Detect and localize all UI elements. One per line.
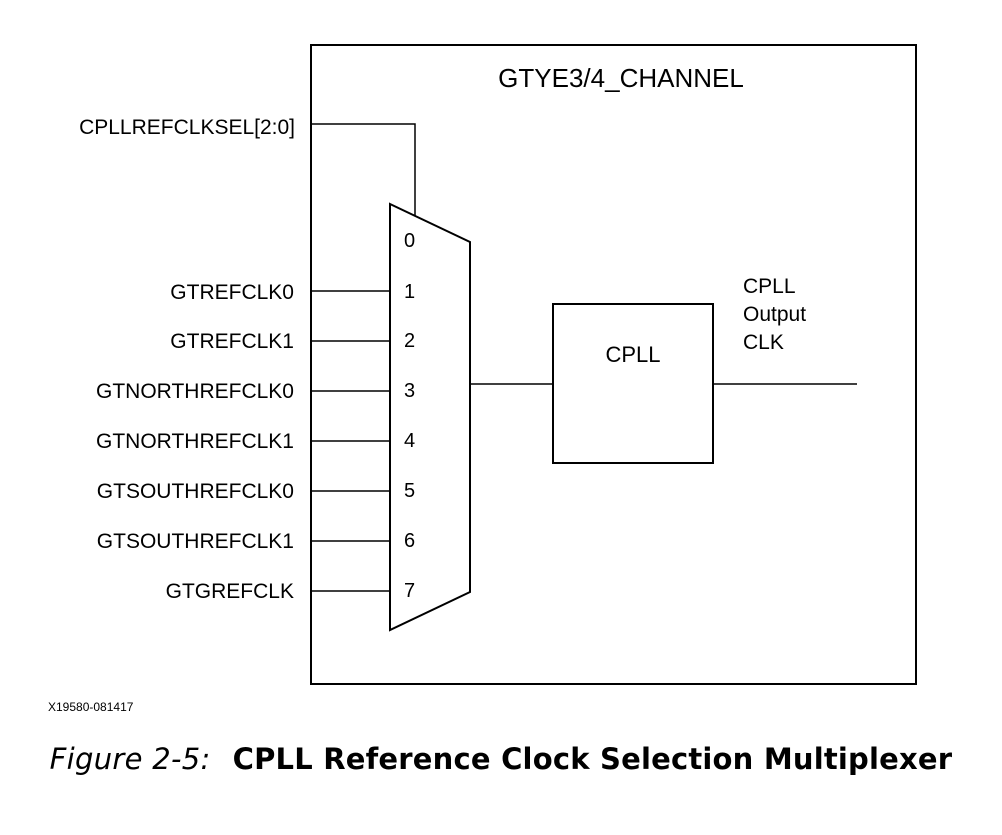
caption-title: CPLL Reference Clock Selection Multiplex…: [232, 742, 953, 776]
output-label-line-1: CPLL: [743, 275, 796, 298]
input-label-gtsouthrefclk1: GTSOUTHREFCLK1: [97, 530, 294, 553]
output-label-line-3: CLK: [743, 331, 784, 354]
cpll-block: [552, 303, 714, 464]
input-label-gtgrefclk: GTGREFCLK: [166, 580, 294, 603]
mux-index-2: 2: [404, 330, 415, 352]
caption-number: Figure 2-5:: [49, 742, 211, 776]
input-label-gtrefclk1: GTREFCLK1: [170, 330, 294, 353]
input-label-gtnorthrefclk0: GTNORTHREFCLK0: [96, 380, 294, 403]
mux-index-0: 0: [404, 230, 415, 252]
mux-index-labels: 0 1 2 3 4 5 6 7: [404, 230, 415, 602]
mux-index-3: 3: [404, 380, 415, 402]
channel-box: [310, 44, 917, 685]
mux-index-4: 4: [404, 430, 415, 452]
cpll-block-label: CPLL: [605, 342, 660, 367]
figure-caption: Figure 2-5: CPLL Reference Clock Selectio…: [0, 742, 1002, 777]
input-signal-labels: GTREFCLK0 GTREFCLK1 GTNORTHREFCLK0 GTNOR…: [96, 281, 294, 603]
channel-title: GTYE3/4_CHANNEL: [498, 63, 744, 93]
input-wires: [311, 290, 390, 592]
output-label-line-2: Output: [743, 303, 806, 326]
input-label-gtrefclk0: GTREFCLK0: [170, 281, 294, 304]
figure-id: X19580-081417: [48, 700, 134, 714]
mux-index-6: 6: [404, 530, 415, 552]
multiplexer: [389, 202, 471, 632]
select-signal-wire: [311, 123, 416, 216]
mux-index-1: 1: [404, 281, 415, 303]
mux-index-5: 5: [404, 480, 415, 502]
mux-index-7: 7: [404, 580, 415, 602]
input-label-gtnorthrefclk1: GTNORTHREFCLK1: [96, 430, 294, 453]
input-label-gtsouthrefclk0: GTSOUTHREFCLK0: [97, 480, 294, 503]
select-signal-label: CPLLREFCLKSEL[2:0]: [79, 116, 295, 139]
